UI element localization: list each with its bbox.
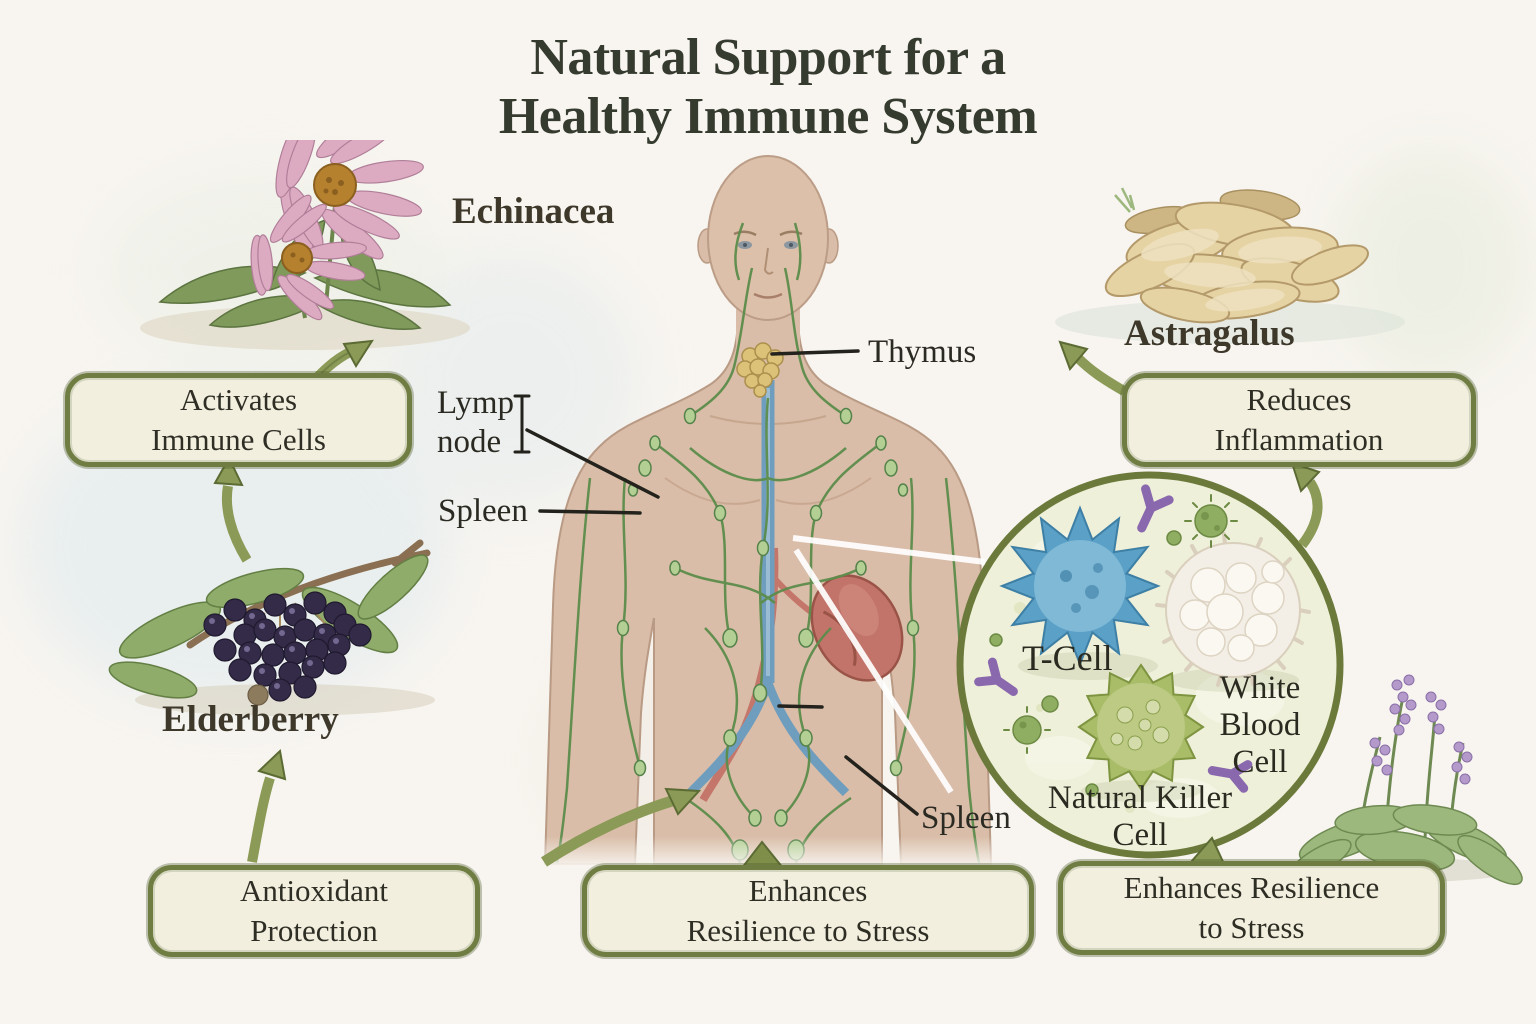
echinacea-illustration	[140, 140, 470, 350]
antibody-icon	[974, 657, 1018, 696]
echinacea-flower	[250, 194, 367, 321]
leaves	[1288, 804, 1523, 886]
astragalus-label: Astragalus	[1124, 313, 1295, 354]
natural-killer-cell-label: Natural Killer Cell	[1047, 780, 1233, 853]
t-cell-label: T-Cell	[1022, 638, 1113, 678]
human-figure-illustration	[505, 155, 1005, 868]
echinacea-label: Echinacea	[452, 191, 615, 232]
elderberry-illustration	[108, 539, 435, 716]
berries	[203, 591, 372, 706]
root-slices	[1104, 189, 1369, 324]
spleen-upper-label: Spleen	[438, 493, 528, 529]
antibody-icon	[1137, 484, 1174, 533]
virus-particles	[989, 494, 1238, 797]
spleen-lower-label: Spleen	[921, 800, 1011, 836]
white-blood-cell-illustration	[1155, 532, 1311, 692]
thymus-label: Thymus	[868, 334, 977, 370]
benefit-box-antioxidant-protection: Antioxidant Protection	[148, 865, 480, 957]
sprig	[1114, 187, 1136, 213]
astragalus-illustration	[1055, 187, 1405, 344]
flower-spikes	[1369, 674, 1473, 785]
natural-killer-cell-illustration	[1077, 663, 1205, 802]
immune-cells-inset	[956, 471, 1344, 859]
benefit-box-enhances-resilience-right: Enhances Resilience to Stress	[1058, 861, 1445, 955]
lymph-node-label: Lymp node	[437, 385, 515, 460]
page-title: Natural Support for a Healthy Immune Sys…	[498, 29, 1038, 146]
benefit-box-activates-immune-cells: Activates Immune Cells	[65, 373, 412, 467]
t-cell-illustration	[999, 505, 1161, 680]
benefit-box-reduces-inflammation: Reduces Inflammation	[1122, 373, 1476, 467]
white-blood-cell-label: White Blood Cell	[1219, 670, 1301, 780]
arrow-antioxidant-to-elderberry	[247, 748, 287, 863]
elderberry-label: Elderberry	[162, 699, 339, 740]
benefit-box-enhances-resilience-center: Enhances Resilience to Stress	[582, 865, 1034, 957]
antibody-icon	[1207, 760, 1253, 793]
